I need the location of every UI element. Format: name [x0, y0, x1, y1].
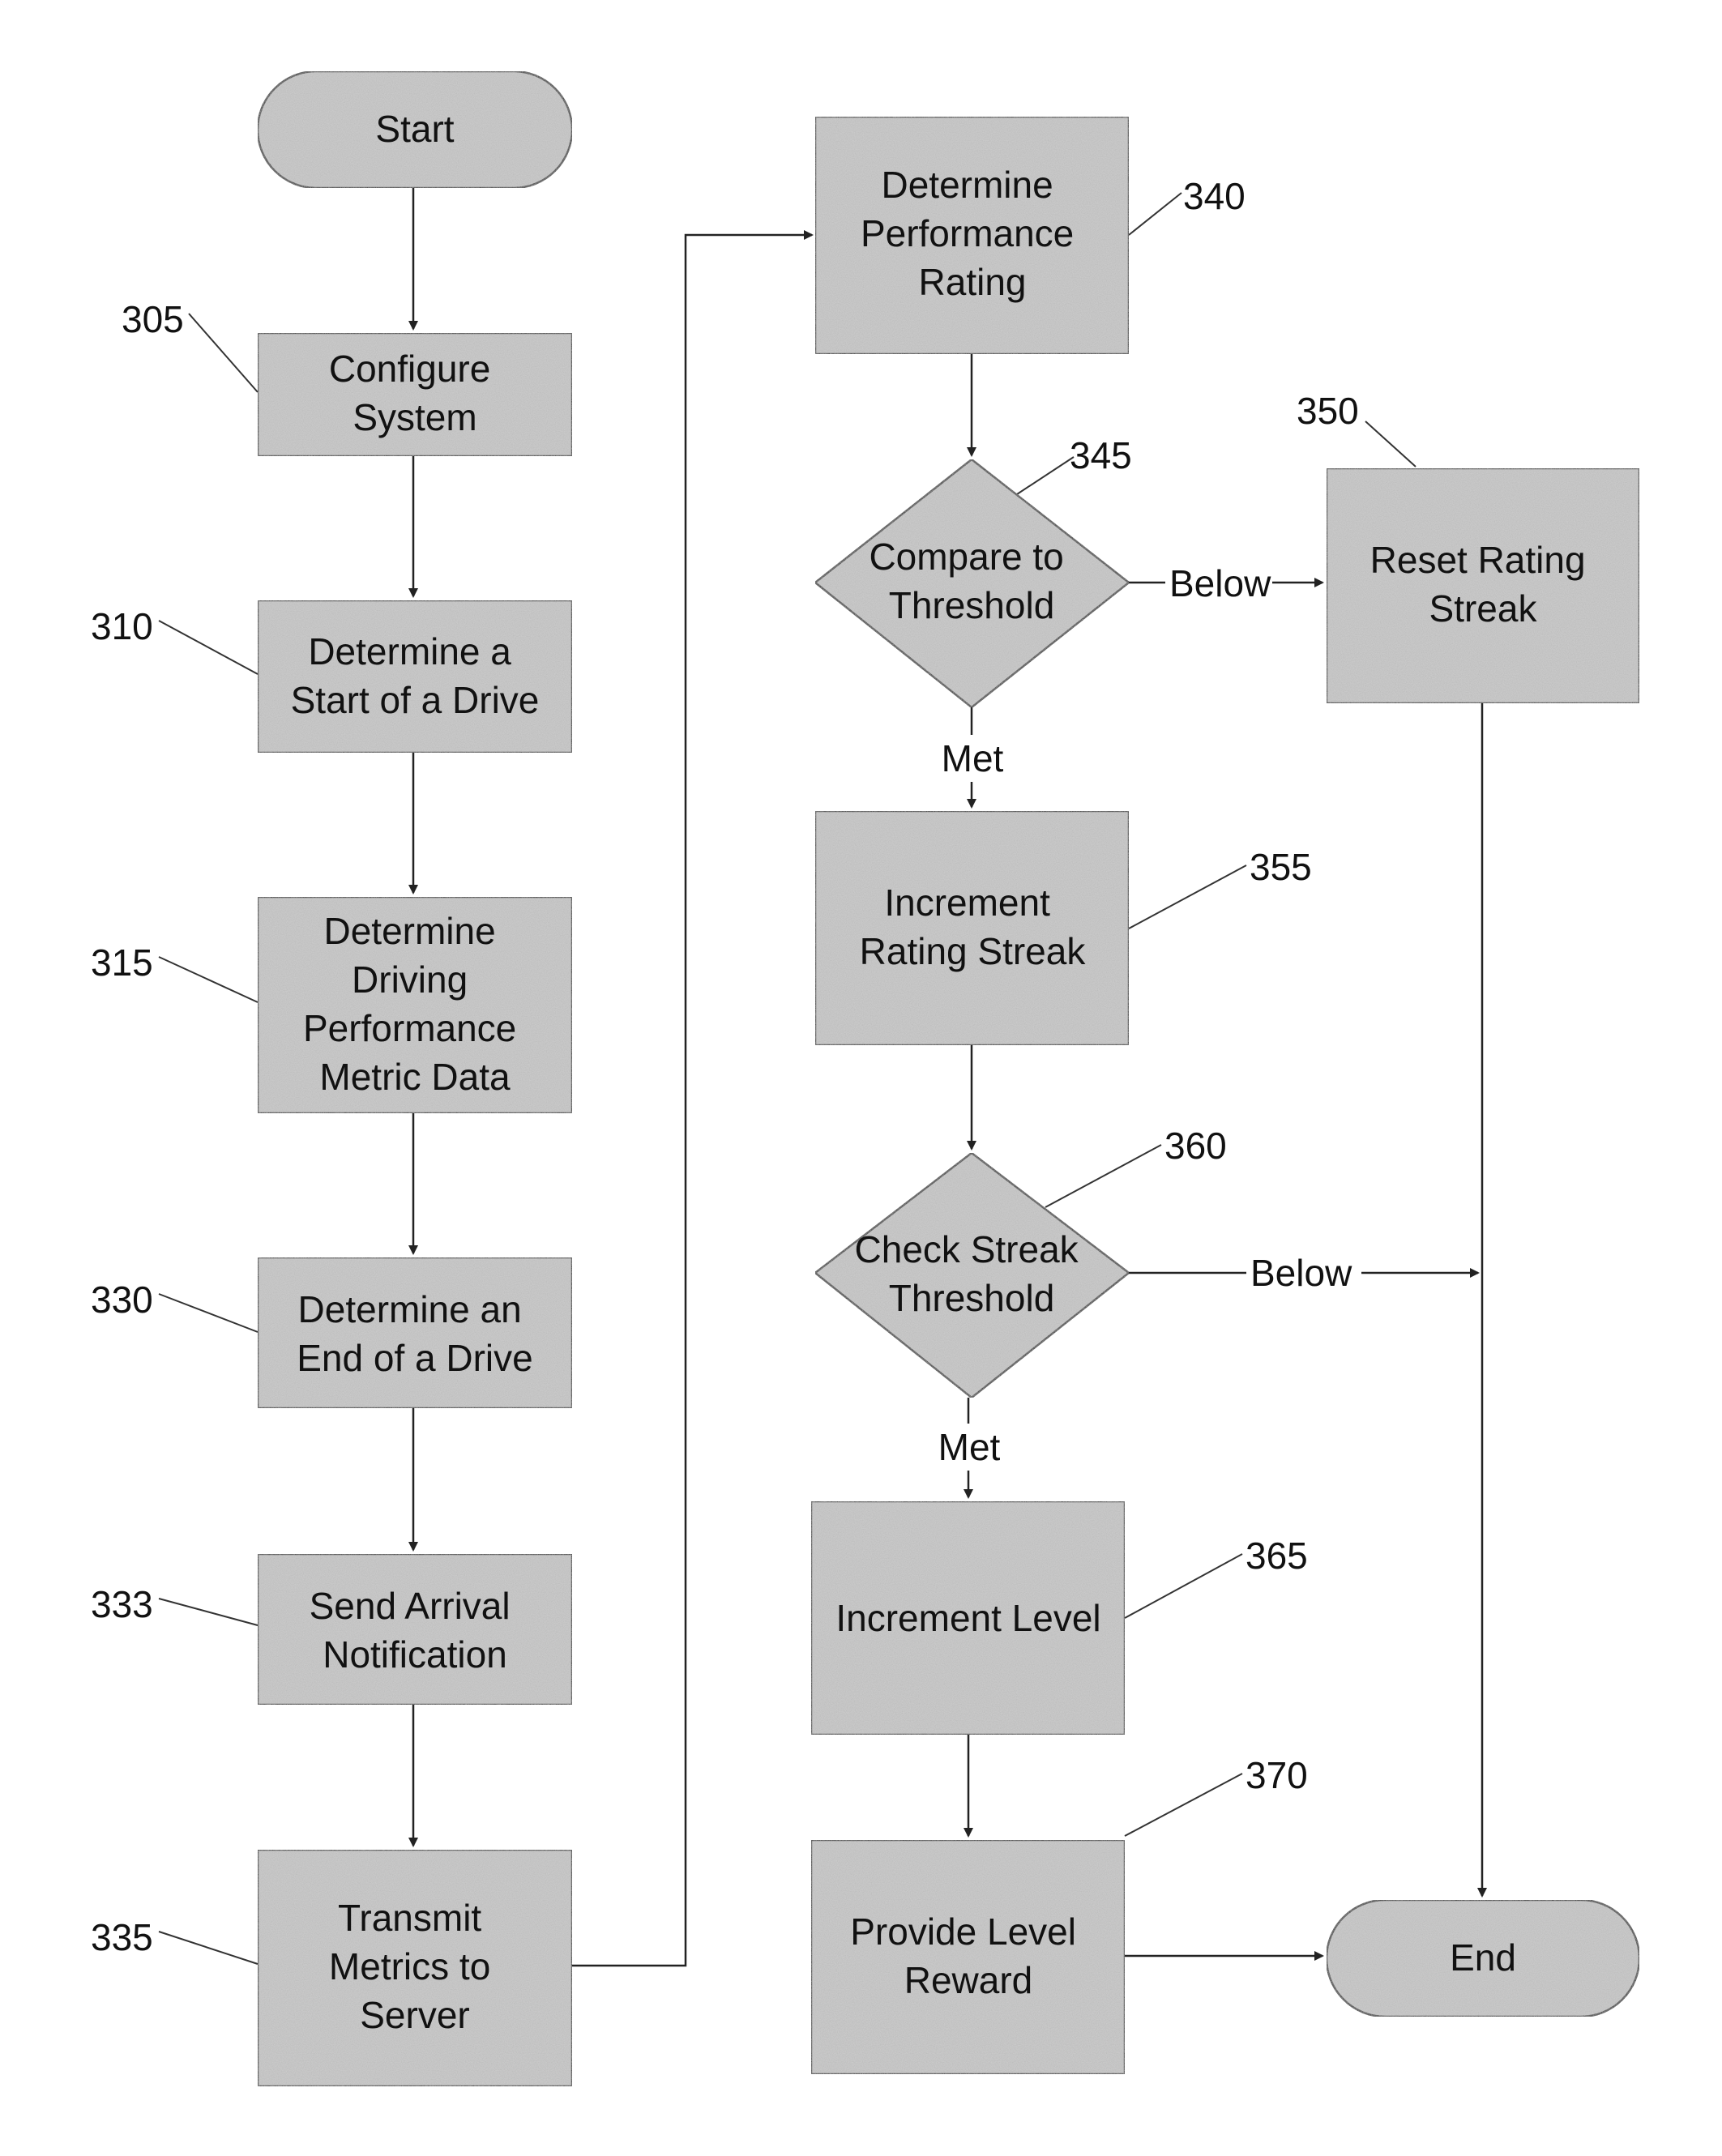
leader-315 [159, 957, 258, 1002]
node-driving-metric-data: Determine Driving Performance Metric Dat… [91, 897, 572, 1113]
node-check-streak-threshold: Check Streak Threshold 360 [815, 1125, 1227, 1398]
node-performance-rating: Determine Performance Rating 340 [815, 117, 1246, 354]
node-start-label: Start [375, 108, 454, 150]
node-configure-system: Configure System 305 [122, 298, 572, 456]
node-transmit-metrics: Transmit Metrics to Server 335 [91, 1850, 572, 2086]
leader-330 [159, 1294, 258, 1332]
node-arrival-notification: Send Arrival Notification 333 [91, 1554, 572, 1705]
ref-355: 355 [1250, 846, 1312, 888]
node-increment-rating-streak: Increment Rating Streak 355 [815, 811, 1312, 1045]
ref-365: 365 [1246, 1535, 1308, 1577]
leader-335 [159, 1932, 258, 1964]
node-start: Start [258, 71, 572, 188]
ref-310: 310 [91, 605, 153, 647]
edge-label-check-met: Met [938, 1426, 1001, 1468]
node-compare-threshold: Compare to Threshold 345 [815, 434, 1132, 707]
leader-333 [159, 1599, 258, 1625]
ref-305: 305 [122, 298, 184, 340]
ref-315: 315 [91, 941, 153, 984]
ref-330: 330 [91, 1279, 153, 1321]
leader-345 [1017, 457, 1074, 494]
leader-350 [1365, 421, 1416, 467]
ref-345: 345 [1070, 434, 1132, 476]
node-increment-level-label: Increment Level [835, 1597, 1100, 1639]
leader-310 [159, 621, 258, 674]
leader-365 [1125, 1554, 1242, 1618]
leader-370 [1125, 1774, 1242, 1836]
edge-label-compare-below: Below [1169, 562, 1271, 604]
node-reset-rating-streak: Reset Rating Streak 350 [1297, 390, 1639, 703]
leader-355 [1129, 865, 1246, 929]
edge-label-compare-met: Met [942, 737, 1004, 779]
leader-305 [189, 314, 258, 392]
leader-360 [1045, 1145, 1161, 1207]
ref-350: 350 [1297, 390, 1359, 432]
node-increment-level: Increment Level 365 [811, 1501, 1308, 1735]
ref-335: 335 [91, 1916, 153, 1958]
leader-340 [1129, 193, 1181, 235]
node-end-of-drive: Determine an End of a Drive 330 [91, 1257, 572, 1408]
ref-370: 370 [1246, 1754, 1308, 1796]
ref-333: 333 [91, 1583, 153, 1625]
edge-label-check-below: Below [1250, 1252, 1352, 1294]
node-end: End [1327, 1900, 1639, 2017]
ref-360: 360 [1164, 1125, 1227, 1167]
node-provide-level-reward: Provide Level Reward 370 [811, 1754, 1308, 2074]
ref-340: 340 [1183, 175, 1246, 217]
node-end-label: End [1450, 1936, 1516, 1979]
edge-transmit-rating [572, 235, 812, 1966]
